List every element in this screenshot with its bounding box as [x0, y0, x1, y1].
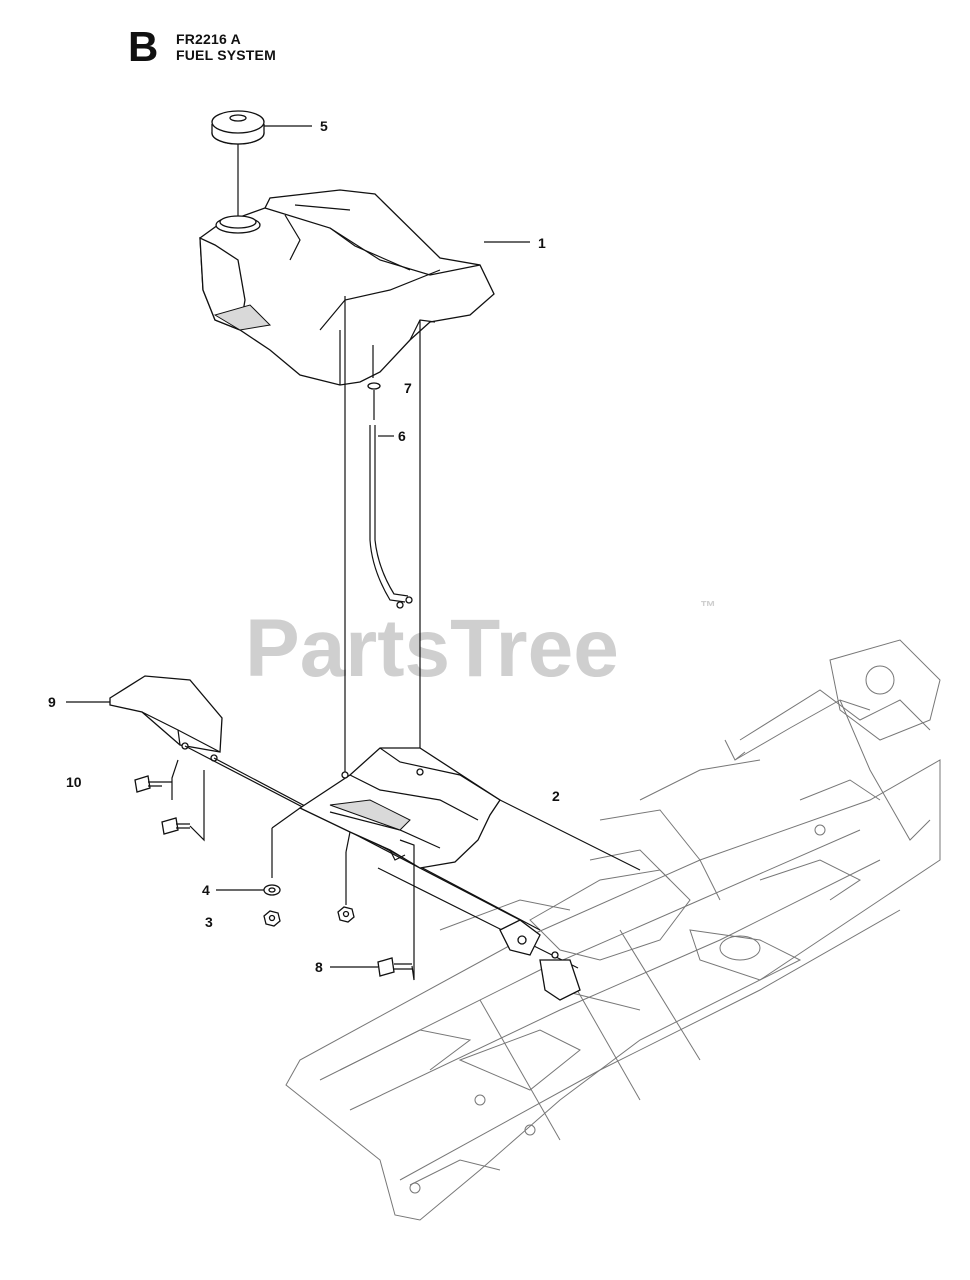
callout-4[interactable]: 4 [202, 882, 210, 898]
fuel-cap [211, 110, 265, 145]
heat-shield [109, 675, 223, 762]
model-number: FR2216 A [176, 31, 241, 47]
watermark-text: PartsTree [245, 603, 619, 694]
section-letter: B [128, 23, 159, 70]
callout-6[interactable]: 6 [398, 428, 406, 444]
nut-guide-line [271, 807, 301, 829]
leader-bolt-lower [189, 770, 205, 842]
bolt-drop-line [399, 839, 415, 981]
callout-1[interactable]: 1 [538, 235, 546, 251]
shield-bolt-upper [134, 775, 162, 793]
callout-7[interactable]: 7 [404, 380, 412, 396]
fuel-hose [369, 425, 413, 609]
hose-clamp-upper [367, 382, 381, 420]
callout-8[interactable]: 8 [315, 959, 323, 975]
bracket-extension-line [499, 799, 641, 871]
callout-2[interactable]: 2 [552, 788, 560, 804]
nut-right [337, 906, 355, 923]
bracket-bolt [377, 957, 412, 977]
leader-bolt-upper [162, 759, 179, 800]
callout-10[interactable]: 10 [66, 774, 82, 790]
watermark-tm: ™ [700, 599, 716, 616]
shield-bolt-lower [161, 817, 190, 835]
tank-bracket [298, 747, 501, 869]
mower-frame [285, 639, 941, 1221]
callout-9[interactable]: 9 [48, 694, 56, 710]
callout-3[interactable]: 3 [205, 914, 213, 930]
bracket-ground-line [377, 867, 579, 969]
nut-guide-line-2 [345, 831, 351, 853]
callout-5[interactable]: 5 [320, 118, 328, 134]
nut [263, 910, 281, 927]
system-title: FUEL SYSTEM [176, 47, 276, 63]
frame-mount-bracket [499, 919, 581, 1001]
fuel-tank [199, 189, 495, 386]
washer [263, 884, 281, 896]
